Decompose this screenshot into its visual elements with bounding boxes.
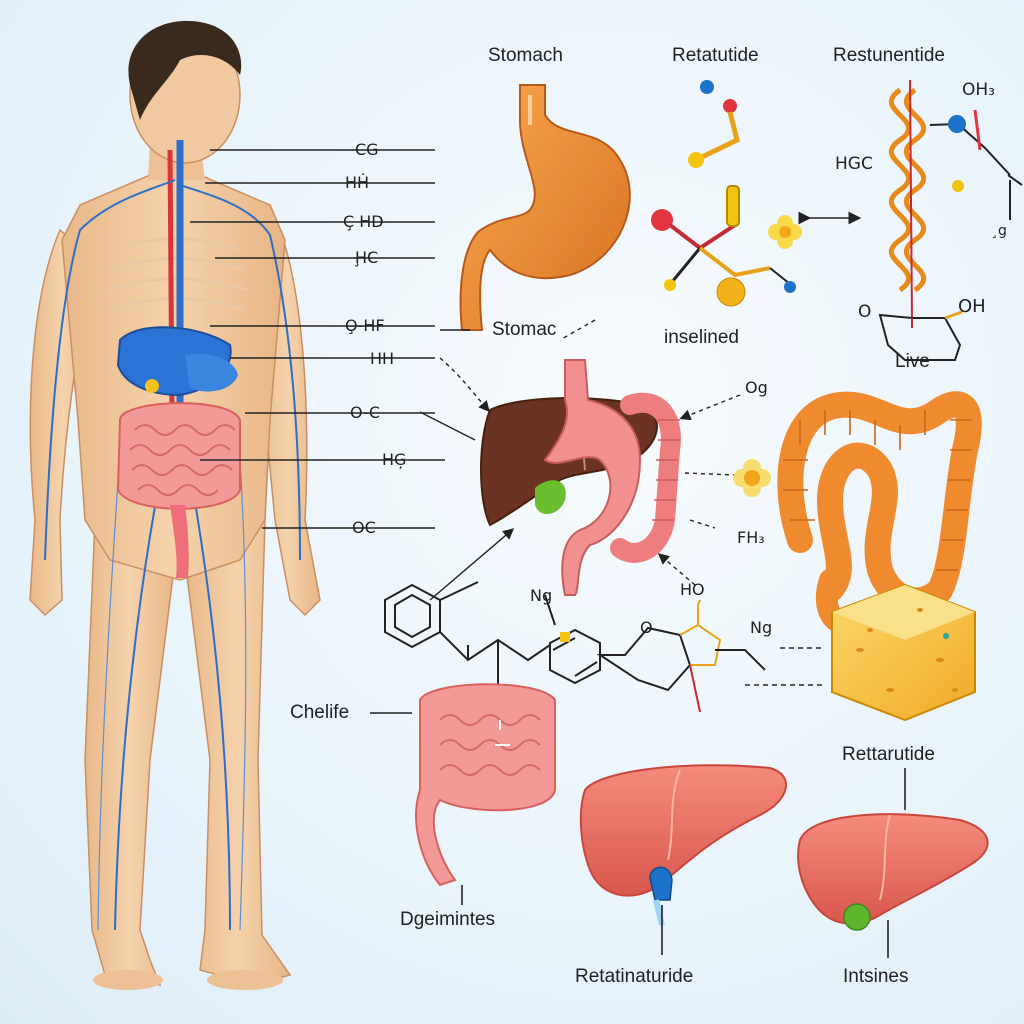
liver-intestine-center <box>480 359 681 596</box>
chem-o-hex: O <box>640 618 653 637</box>
body-label-1: CG <box>355 140 379 159</box>
orange-colon <box>777 391 982 635</box>
label-inselined: inselined <box>664 327 739 348</box>
chem-og: Og <box>745 378 768 397</box>
chem-hgc: HGC <box>835 154 873 174</box>
pink-liver-center <box>579 764 787 926</box>
label-dgeimintes: Dgeimintes <box>400 909 496 930</box>
chem-ng-right: Ng <box>750 618 773 637</box>
body-label-7: O-C <box>350 403 380 422</box>
label-chelife: Chelife <box>290 702 350 723</box>
body-label-2: HḢ <box>345 173 370 192</box>
pink-liver-right <box>797 813 989 931</box>
lower-intestine <box>415 683 556 887</box>
title-retatutide: Retatutide <box>672 45 759 66</box>
chem-oh3: OH₃ <box>962 80 995 100</box>
chem-fh3: FH₃ <box>737 528 765 547</box>
chem-o-ring: O <box>858 302 872 322</box>
retatrutide-molecule <box>651 80 862 307</box>
title-restunentide: Restunentide <box>833 45 945 66</box>
label-stomac: Stomac <box>492 319 557 340</box>
human-figure <box>29 20 321 990</box>
benzene-highlight <box>560 632 570 642</box>
benzene-chain <box>384 581 766 713</box>
body-label-3: Ç HD <box>343 212 384 231</box>
body-label-6: HH <box>370 349 395 368</box>
cheese-block <box>831 583 976 722</box>
label-rettarutide: Rettarutide <box>842 744 935 765</box>
dashed-arrows <box>419 319 822 686</box>
helix-molecule <box>878 79 1023 361</box>
body-leader-lines <box>190 149 445 529</box>
title-stomach: Stomach <box>488 45 563 66</box>
body-label-8: HĢ <box>382 450 407 469</box>
chem-ng-left: Ng <box>530 586 553 605</box>
body-label-9: OC <box>352 518 376 537</box>
chem-ho: HO <box>680 580 705 599</box>
body-label-5: O̧-HF <box>345 316 385 335</box>
label-retatinaturide: Retatinaturide <box>575 966 694 987</box>
label-live: Live <box>895 351 930 372</box>
chem-side-g: ̧g <box>998 223 1007 239</box>
flower-icon <box>733 459 771 497</box>
stomach-illustration <box>459 84 631 331</box>
body-label-4: ḨC <box>355 248 379 267</box>
label-intsines: Intsines <box>843 966 909 987</box>
chem-oh: OH <box>958 296 986 317</box>
